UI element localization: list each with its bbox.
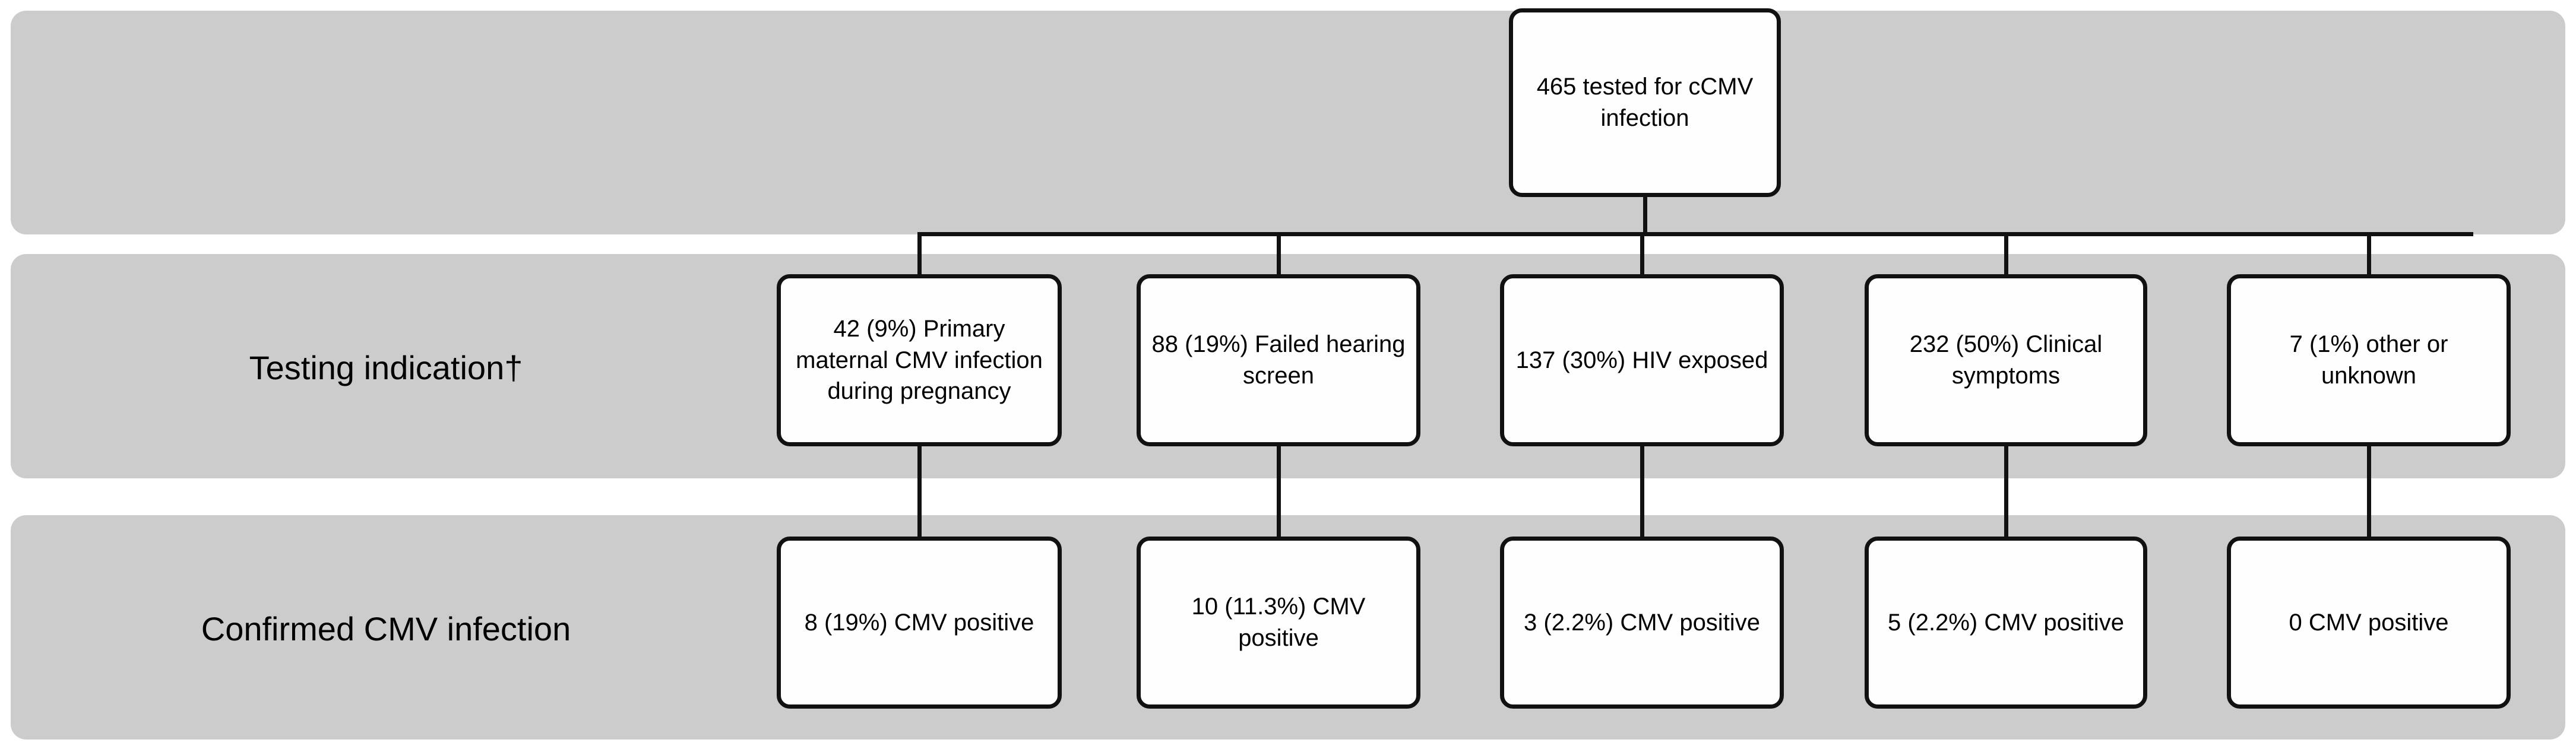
node-root-tested: 465 tested for cCMV infection xyxy=(1509,8,1781,197)
node-root-label: 465 tested for cCMV infection xyxy=(1536,74,1754,131)
node-indication-hiv-exposed: 137 (30%) HIV exposed xyxy=(1500,274,1784,446)
connector-branch-4-drop xyxy=(2367,232,2371,276)
node-indication-4-label: 7 (1%) other or unknown xyxy=(2289,331,2448,389)
connector-distributor-bar xyxy=(917,232,2473,236)
connector-root-stem xyxy=(1643,197,1647,236)
band-root-row xyxy=(11,11,2565,234)
node-indication-other-or-unknown: 7 (1%) other or unknown xyxy=(2227,274,2511,446)
node-indication-3-label: 232 (50%) Clinical symptoms xyxy=(1909,331,2103,389)
node-indication-0-label: 42 (9%) Primary maternal CMV infection d… xyxy=(796,315,1043,405)
node-indication-2-label: 137 (30%) HIV exposed xyxy=(1515,347,1768,373)
node-result-1-label: 10 (11.3%) CMV positive xyxy=(1191,594,1366,651)
node-result-clinical-symptoms: 5 (2.2%) CMV positive xyxy=(1865,537,2147,709)
node-result-hiv-exposed: 3 (2.2%) CMV positive xyxy=(1500,537,1784,709)
node-indication-1-label: 88 (19%) Failed hearing screen xyxy=(1151,331,1406,389)
connector-branch-2-to-result xyxy=(1640,444,1644,539)
connector-branch-3-to-result xyxy=(2004,444,2008,539)
row-label-testing-indication: Testing indication† xyxy=(249,349,523,386)
node-result-0-label: 8 (19%) CMV positive xyxy=(804,609,1034,636)
connector-branch-1-drop xyxy=(1277,232,1281,276)
connector-branch-0-drop xyxy=(917,232,922,276)
node-result-3-label: 5 (2.2%) CMV positive xyxy=(1888,609,2124,636)
node-result-other-or-unknown: 0 CMV positive xyxy=(2227,537,2511,709)
node-result-4-label: 0 CMV positive xyxy=(2289,609,2449,636)
node-result-2-label: 3 (2.2%) CMV positive xyxy=(1524,609,1760,636)
node-indication-primary-maternal-cmv: 42 (9%) Primary maternal CMV infection d… xyxy=(777,274,1062,446)
row-label-confirmed-infection: Confirmed CMV infection xyxy=(201,610,571,648)
connector-branch-2-drop xyxy=(1640,232,1644,276)
node-indication-failed-hearing-screen: 88 (19%) Failed hearing screen xyxy=(1137,274,1420,446)
node-result-failed-hearing-screen: 10 (11.3%) CMV positive xyxy=(1137,537,1420,709)
connector-branch-0-to-result xyxy=(917,444,922,539)
connector-branch-1-to-result xyxy=(1277,444,1281,539)
connector-branch-3-drop xyxy=(2004,232,2008,276)
node-indication-clinical-symptoms: 232 (50%) Clinical symptoms xyxy=(1865,274,2147,446)
node-result-primary-maternal-cmv: 8 (19%) CMV positive xyxy=(777,537,1062,709)
connector-branch-4-to-result xyxy=(2367,444,2371,539)
